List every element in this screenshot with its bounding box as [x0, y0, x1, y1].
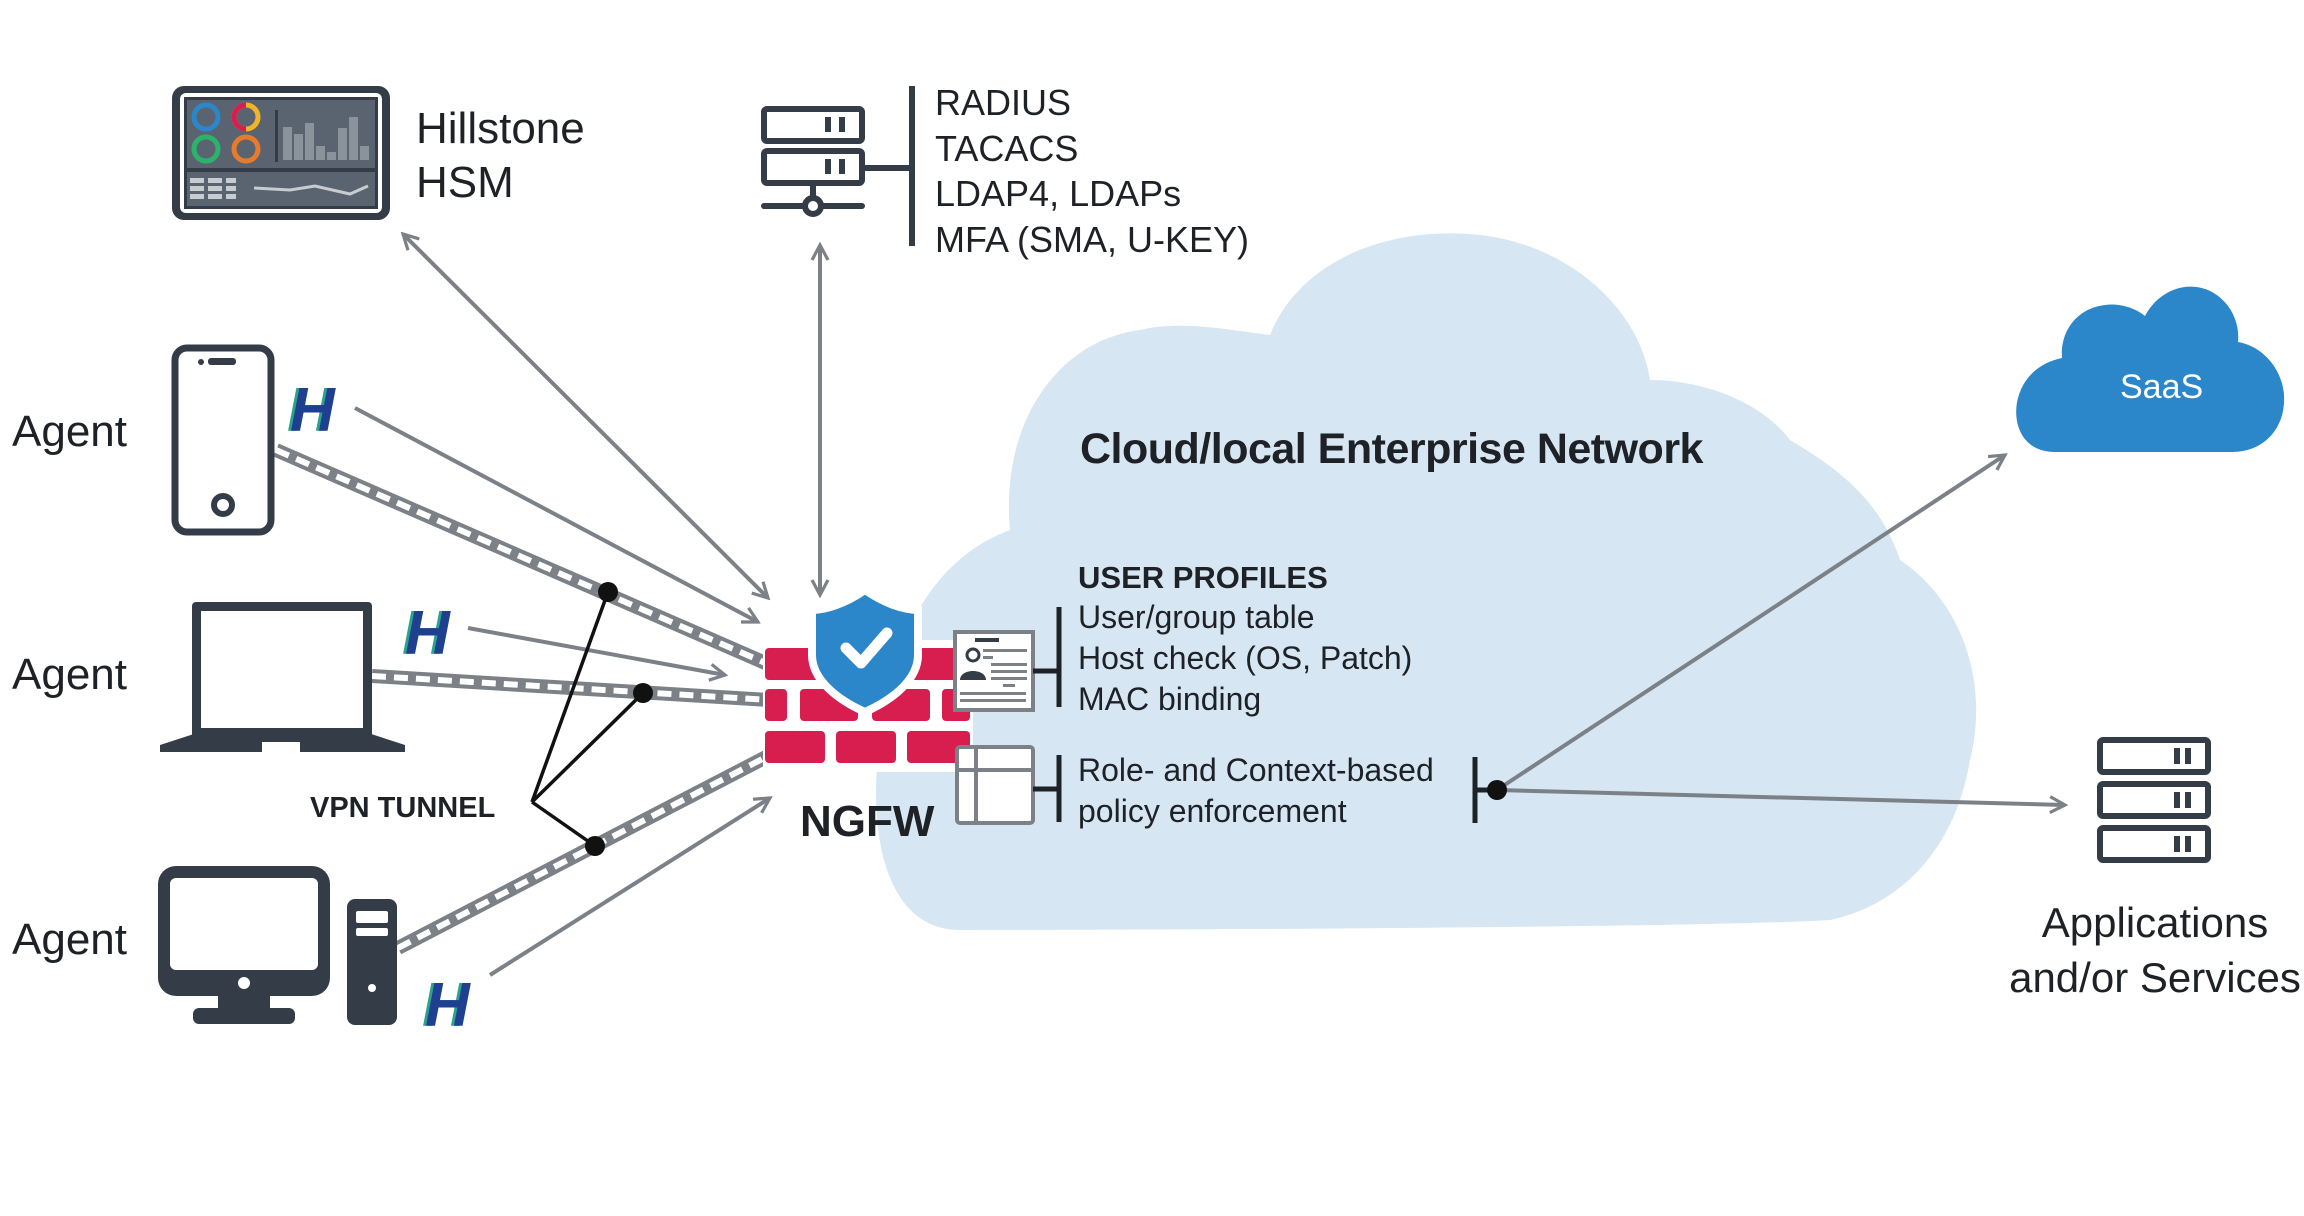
vpn-tunnel-label: VPN TUNNEL — [310, 792, 496, 824]
auth-item-ldap: LDAP4, LDAPs — [935, 173, 1182, 214]
user-profile-card-icon — [953, 630, 1035, 712]
smartphone-icon — [171, 344, 275, 536]
policy-table-icon — [955, 745, 1035, 825]
application-server-icon — [2097, 737, 2211, 863]
hillstone-client-logo-icon: H — [290, 376, 335, 445]
hsm-label-line1: Hillstone — [416, 104, 585, 153]
arrow-hsm-ngfw — [403, 234, 768, 598]
vpn-junction-dot — [633, 683, 653, 703]
saas-label: SaaS — [2120, 368, 2204, 406]
applications-label-line2: and/or Services — [2009, 954, 2301, 1001]
connection-arrows — [354, 234, 2065, 977]
arrow-desktop-client — [488, 798, 770, 977]
auth-item-mfa: MFA (SMA, U-KEY) — [935, 218, 1250, 260]
auth-item-radius: RADIUS — [935, 82, 1072, 123]
enterprise-network-title: Cloud/local Enterprise Network — [1080, 425, 1703, 473]
laptop-icon — [160, 602, 405, 752]
user-profile-item: User/group table — [1078, 599, 1315, 635]
hillstone-client-logo-icon: H — [405, 599, 450, 668]
desktop-pc-icon — [158, 866, 397, 1025]
arrow-applications — [1496, 788, 2065, 805]
dashboard-monitor-icon — [172, 86, 390, 220]
user-profile-item: Host check (OS, Patch) — [1078, 640, 1413, 676]
policy-enforcement-text: Role- and Context-based policy enforceme… — [1078, 750, 1434, 832]
vpn-tunnels — [273, 443, 774, 955]
policy-output-dot — [1487, 780, 1507, 800]
applications-label: Applications and/or Services — [2000, 895, 2304, 1005]
auth-methods-list: RADIUS TACACS LDAP4, LDAPs MFA (SMA, U-K… — [935, 80, 1249, 262]
enterprise-cloud — [876, 233, 1977, 930]
agent-label-laptop: Agent — [12, 650, 127, 699]
user-profiles-title: USER PROFILES — [1078, 560, 1328, 595]
auth-item-tacacs: TACACS — [935, 127, 1079, 169]
policy-line: policy enforcement — [1078, 793, 1347, 829]
arrow-saas — [1495, 455, 2005, 792]
agent-label-desktop: Agent — [12, 915, 127, 964]
server-network-icon — [761, 86, 915, 246]
arrow-phone-client — [354, 406, 758, 624]
agent-label-phone: Agent — [12, 407, 127, 456]
arrow-laptop-client — [467, 626, 725, 675]
user-profiles-list: User/group table Host check (OS, Patch) … — [1078, 597, 1412, 720]
hillstone-client-logo-icon: H — [425, 971, 470, 1040]
user-profile-item: MAC binding — [1078, 681, 1262, 717]
ngfw-label: NGFW — [800, 797, 935, 846]
hsm-label-line2: HSM — [416, 158, 514, 207]
saas-cloud-icon — [2016, 286, 2285, 452]
hsm-label: Hillstone HSM — [416, 102, 585, 210]
vpn-junction-dot — [598, 582, 618, 602]
policy-line: Role- and Context-based — [1078, 752, 1434, 788]
applications-label-line1: Applications — [2041, 899, 2269, 946]
vpn-junction-dot — [585, 836, 605, 856]
vpn-tunnel-pointers — [530, 591, 645, 848]
